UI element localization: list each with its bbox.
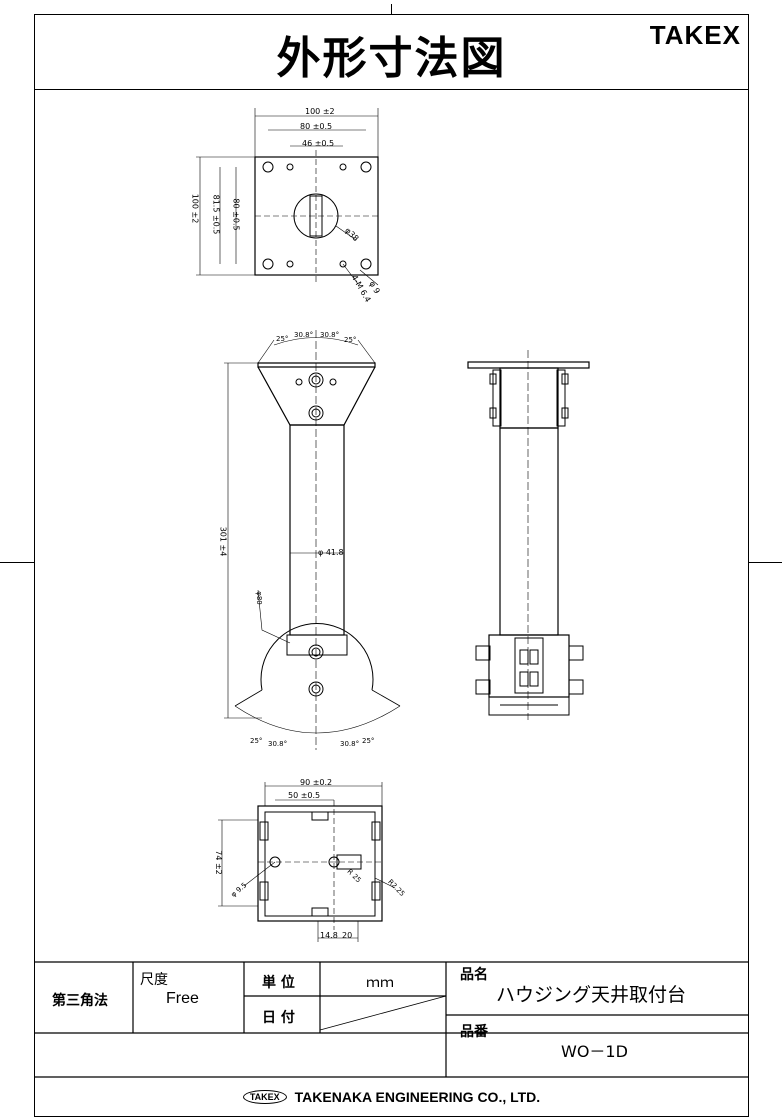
unit-value: ｍｍ [366,975,394,991]
side-view [467,350,590,720]
dim-bottom-slot: 20 [342,931,353,940]
part-number-label: 品番 [460,1024,488,1040]
dim-top-hole-pitch: 80 ±0.5 [300,122,333,131]
dim-bottom-hole-pitch: 50 ±0.5 [288,791,321,800]
front-view [224,330,401,750]
scale-label: 尺度 [140,972,168,988]
center-mark-right [749,562,782,563]
dim-front-angle-6: 30.8° [268,740,288,748]
dim-front-angle-3: 30.8° [320,331,340,339]
brand-logo: TAKEX [649,20,741,50]
dim-front-angle-2: 30.8° [294,331,314,339]
projection-method: 第三角法 [52,993,108,1009]
dim-top-height: 100 ±2 [190,193,200,224]
company-name: TAKENAKA ENGINEERING CO., LTD. [294,1089,541,1105]
product-name-label: 品名 [460,967,488,983]
dim-top-hole-v: 81.5 ±0.5 [211,194,221,235]
footer: TAKEX TAKENAKA ENGINEERING CO., LTD. [34,1077,749,1117]
bottom-view [218,782,396,942]
footer-logo: TAKEX [242,1090,287,1104]
title-bar: 外形寸法図 TAKEX [34,14,749,90]
dim-front-length: 301 ±4 [218,526,228,557]
center-mark-top [391,4,392,14]
dim-top-width: 100 ±2 [305,107,335,116]
part-number: WO－1D [561,1042,628,1061]
dim-bottom-offset: 14.8 [320,931,338,940]
top-view [196,108,379,286]
date-label: 日 付 [262,1010,295,1026]
unit-label: 単 位 [262,975,295,991]
dim-front-angle-7: 30.8° [340,740,360,748]
dim-front-base-dia: φ80 [254,591,263,605]
drawing-title: 外形寸法図 [276,33,507,84]
scale-value: Free [166,990,199,1007]
drawing-frame [34,14,749,1117]
dim-front-angle-1: 25° [276,335,289,343]
dim-top-inner-v: 80 ±0.5 [231,198,241,231]
dim-top-inner-pitch: 46 ±0.5 [302,139,335,148]
dim-bottom-height: 74 ±2 [213,850,223,875]
product-name: ハウジング天井取付台 [496,984,687,1006]
dim-front-angle-4: 25° [344,336,357,344]
dim-bottom-width: 90 ±0.2 [300,778,333,787]
dim-front-angle-8: 25° [362,737,375,745]
title-block-grid [34,961,749,1078]
dim-front-pipe-dia: φ 41.8 [318,548,344,557]
center-mark-left [0,562,34,563]
dim-front-angle-5: 25° [250,737,263,745]
